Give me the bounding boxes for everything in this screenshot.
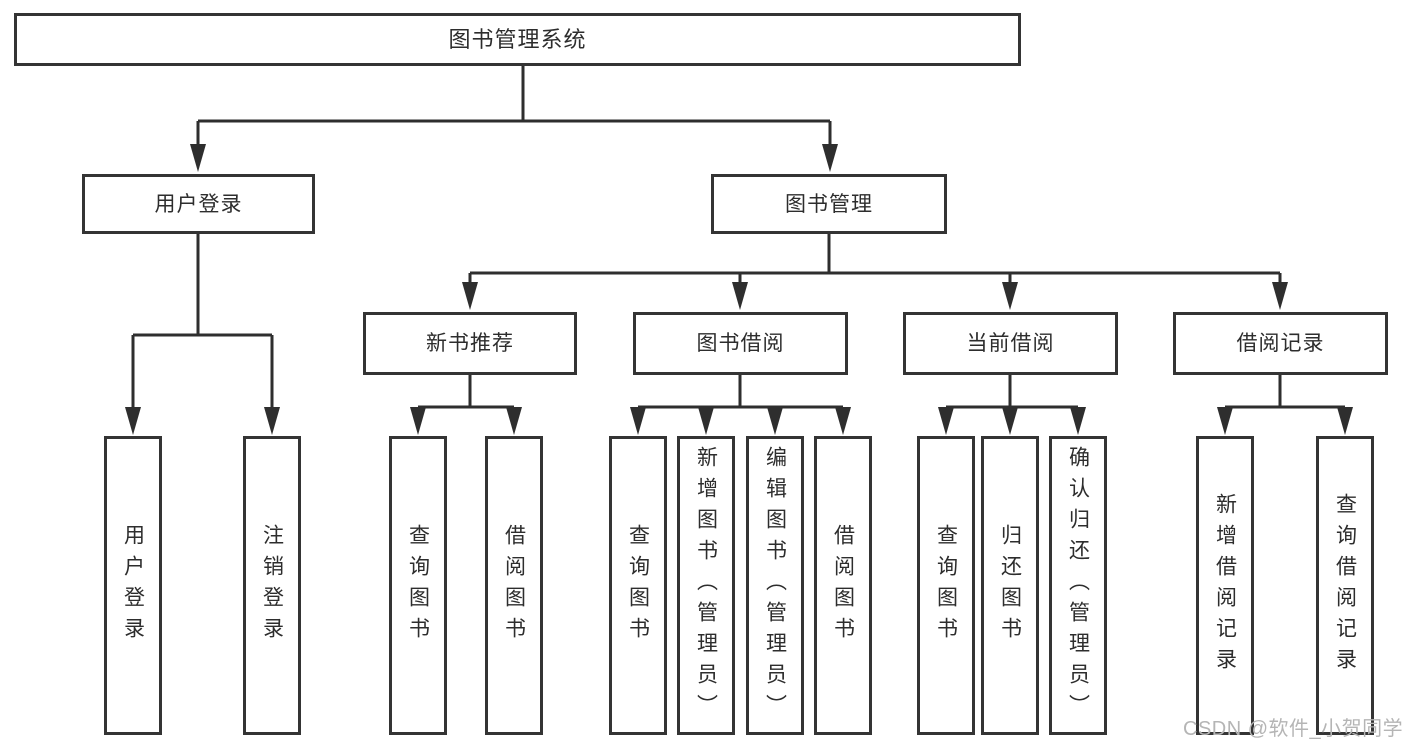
arrowhead bbox=[1002, 407, 1018, 435]
edge-bookmgmt-to-level3 bbox=[468, 234, 1282, 284]
arrowhead bbox=[190, 144, 206, 172]
node-root: 图书管理系统 bbox=[14, 13, 1021, 66]
arrowhead bbox=[1217, 407, 1233, 435]
node-current-borrow: 当前借阅 bbox=[903, 312, 1118, 375]
node-book-borrow: 图书借阅 bbox=[633, 312, 848, 375]
edge-root-to-level2 bbox=[196, 66, 832, 146]
arrowhead bbox=[264, 407, 280, 435]
arrowhead bbox=[125, 407, 141, 435]
arrowhead bbox=[835, 407, 851, 435]
leaf-query-book-recommend: 查询图书 bbox=[389, 436, 447, 735]
arrowhead bbox=[1070, 407, 1086, 435]
arrowhead bbox=[822, 144, 838, 172]
arrowhead bbox=[410, 407, 426, 435]
leaf-add-borrow-record: 新增借阅记录 bbox=[1196, 436, 1254, 735]
arrowhead bbox=[698, 407, 714, 435]
node-new-book-recommend: 新书推荐 bbox=[363, 312, 577, 375]
leaf-logout: 注销登录 bbox=[243, 436, 301, 735]
arrowhead bbox=[732, 282, 748, 310]
leaf-return-book: 归还图书 bbox=[981, 436, 1039, 735]
edge-borrowrecord-to-leaves bbox=[1225, 375, 1345, 409]
edge-bookborrow-to-leaves bbox=[638, 375, 843, 409]
arrowhead bbox=[938, 407, 954, 435]
leaf-user-login: 用户登录 bbox=[104, 436, 162, 735]
edge-newbookrec-to-leaves bbox=[418, 375, 514, 409]
arrowhead bbox=[1337, 407, 1353, 435]
leaf-query-book-borrow: 查询图书 bbox=[609, 436, 667, 735]
node-borrow-record: 借阅记录 bbox=[1173, 312, 1388, 375]
edge-userlogin-to-leaves bbox=[131, 234, 274, 409]
edge-currentborrow-to-leaves bbox=[946, 375, 1078, 409]
leaf-add-book-admin: 新增图书（管理员） bbox=[677, 436, 735, 735]
watermark: CSDN @软件_小贺同学 bbox=[1183, 718, 1404, 740]
leaf-query-borrow-record: 查询借阅记录 bbox=[1316, 436, 1374, 735]
arrowhead bbox=[462, 282, 478, 310]
leaf-query-book-current: 查询图书 bbox=[917, 436, 975, 735]
arrowheads bbox=[125, 144, 1353, 435]
arrowhead bbox=[506, 407, 522, 435]
leaf-borrow-book-recommend: 借阅图书 bbox=[485, 436, 543, 735]
leaf-borrow-book: 借阅图书 bbox=[814, 436, 872, 735]
node-user-login: 用户登录 bbox=[82, 174, 315, 234]
arrowhead bbox=[1002, 282, 1018, 310]
leaf-edit-book-admin: 编辑图书（管理员） bbox=[746, 436, 804, 735]
arrowhead bbox=[1272, 282, 1288, 310]
node-book-management: 图书管理 bbox=[711, 174, 947, 234]
arrowhead bbox=[630, 407, 646, 435]
leaf-confirm-return-admin: 确认归还（管理员） bbox=[1049, 436, 1107, 735]
arrowhead bbox=[767, 407, 783, 435]
